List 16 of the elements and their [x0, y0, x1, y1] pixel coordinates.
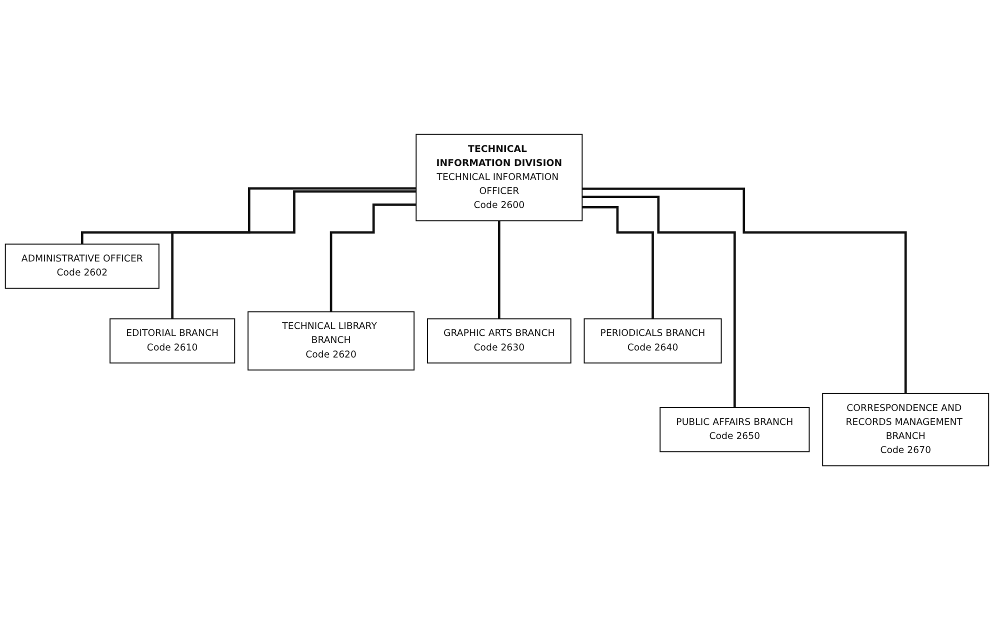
node-box — [426, 318, 572, 364]
node-box — [822, 392, 990, 466]
node-box — [584, 318, 722, 364]
connector — [582, 196, 736, 409]
org-chart: TECHNICAL INFORMATION DIVISION TECHNICAL INFORMATION OFFICER Code 2600 ADMINISTRATIVE OFFICER Code 2602 EDITORIAL BRANCH Code 2610 TECHNICAL LIBRARY BRANCH Code 2620 GRAPHIC ARTS BRANCH Code 2630 PERIODICALS BRANCH Code 2640 PUBLIC AFFAIRS BRANCH Code 2650 CORRESPONDENCE AND RECORDS MANAGEMENT BRANCH Code 2670 — [0, 128, 994, 472]
connector — [80, 187, 416, 246]
connector — [171, 190, 416, 320]
node-box — [248, 311, 415, 370]
node-box — [416, 134, 583, 222]
connector — [582, 206, 654, 320]
node-box — [4, 244, 160, 289]
connector — [330, 203, 416, 313]
node-box — [110, 318, 236, 364]
connector — [582, 188, 907, 395]
node-box — [660, 406, 810, 452]
connector — [498, 220, 500, 320]
